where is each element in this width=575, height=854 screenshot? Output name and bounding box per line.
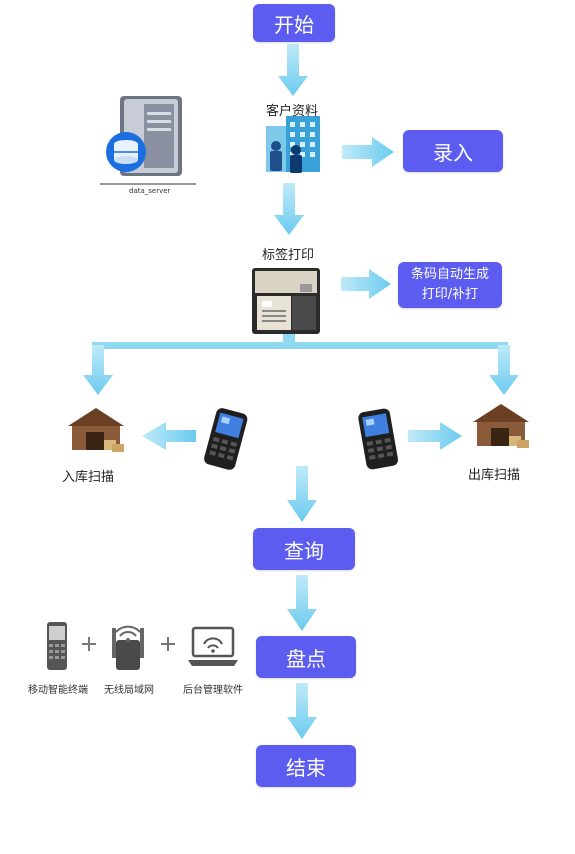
arrow-to-print (274, 183, 304, 235)
start-node: 开始 (253, 4, 335, 42)
arrow-start-down (278, 44, 308, 96)
mobile-terminal-icon (47, 622, 67, 670)
arrow-down-right (489, 345, 519, 395)
arrow-to-barcode (341, 269, 391, 299)
component-label-software: 后台管理软件 (183, 685, 243, 696)
outbound-pda-icon (358, 408, 399, 470)
wifi-router-icon (112, 625, 144, 670)
inbound-scan-label: 入库扫描 (62, 470, 115, 485)
outbound-warehouse-icon (473, 404, 529, 448)
barcode-line-2: 打印/补打 (421, 287, 479, 302)
query-node: 查询 (253, 528, 355, 570)
label-printer-icon (252, 268, 320, 334)
outbound-scan-label: 出库扫描 (468, 468, 521, 483)
plus-icon-1 (82, 637, 96, 651)
distribution-bar (92, 342, 508, 349)
printer-to-bar (283, 332, 295, 344)
arrow-to-end (287, 683, 317, 739)
entry-node: 录入 (403, 130, 503, 172)
server-icon (100, 96, 196, 185)
arrow-pda-to-outbound (408, 422, 462, 450)
laptop-wifi-icon (188, 626, 238, 666)
arrow-to-entry (342, 137, 394, 167)
barcode-line-1: 条码自动生成 (410, 267, 489, 282)
customer-data-icon (266, 116, 320, 173)
component-label-mobile: 移动智能终端 (28, 685, 88, 696)
inventory-node: 盘点 (256, 636, 356, 678)
label-print-label: 标签打印 (262, 248, 315, 263)
inbound-pda-icon (204, 408, 248, 470)
barcode-node: 条码自动生成 打印/补打 (398, 262, 502, 308)
end-node: 结束 (256, 745, 356, 787)
customer-data-label: 客户资料 (266, 104, 319, 119)
component-label-wlan: 无线局域网 (104, 685, 154, 696)
plus-icon-2 (161, 637, 175, 651)
arrow-pda-to-inbound (142, 422, 196, 450)
inbound-warehouse-icon (68, 408, 124, 452)
server-label: data_server (129, 187, 171, 195)
arrow-down-left (83, 345, 113, 395)
arrow-to-query (287, 466, 317, 522)
arrow-to-inventory (287, 575, 317, 631)
